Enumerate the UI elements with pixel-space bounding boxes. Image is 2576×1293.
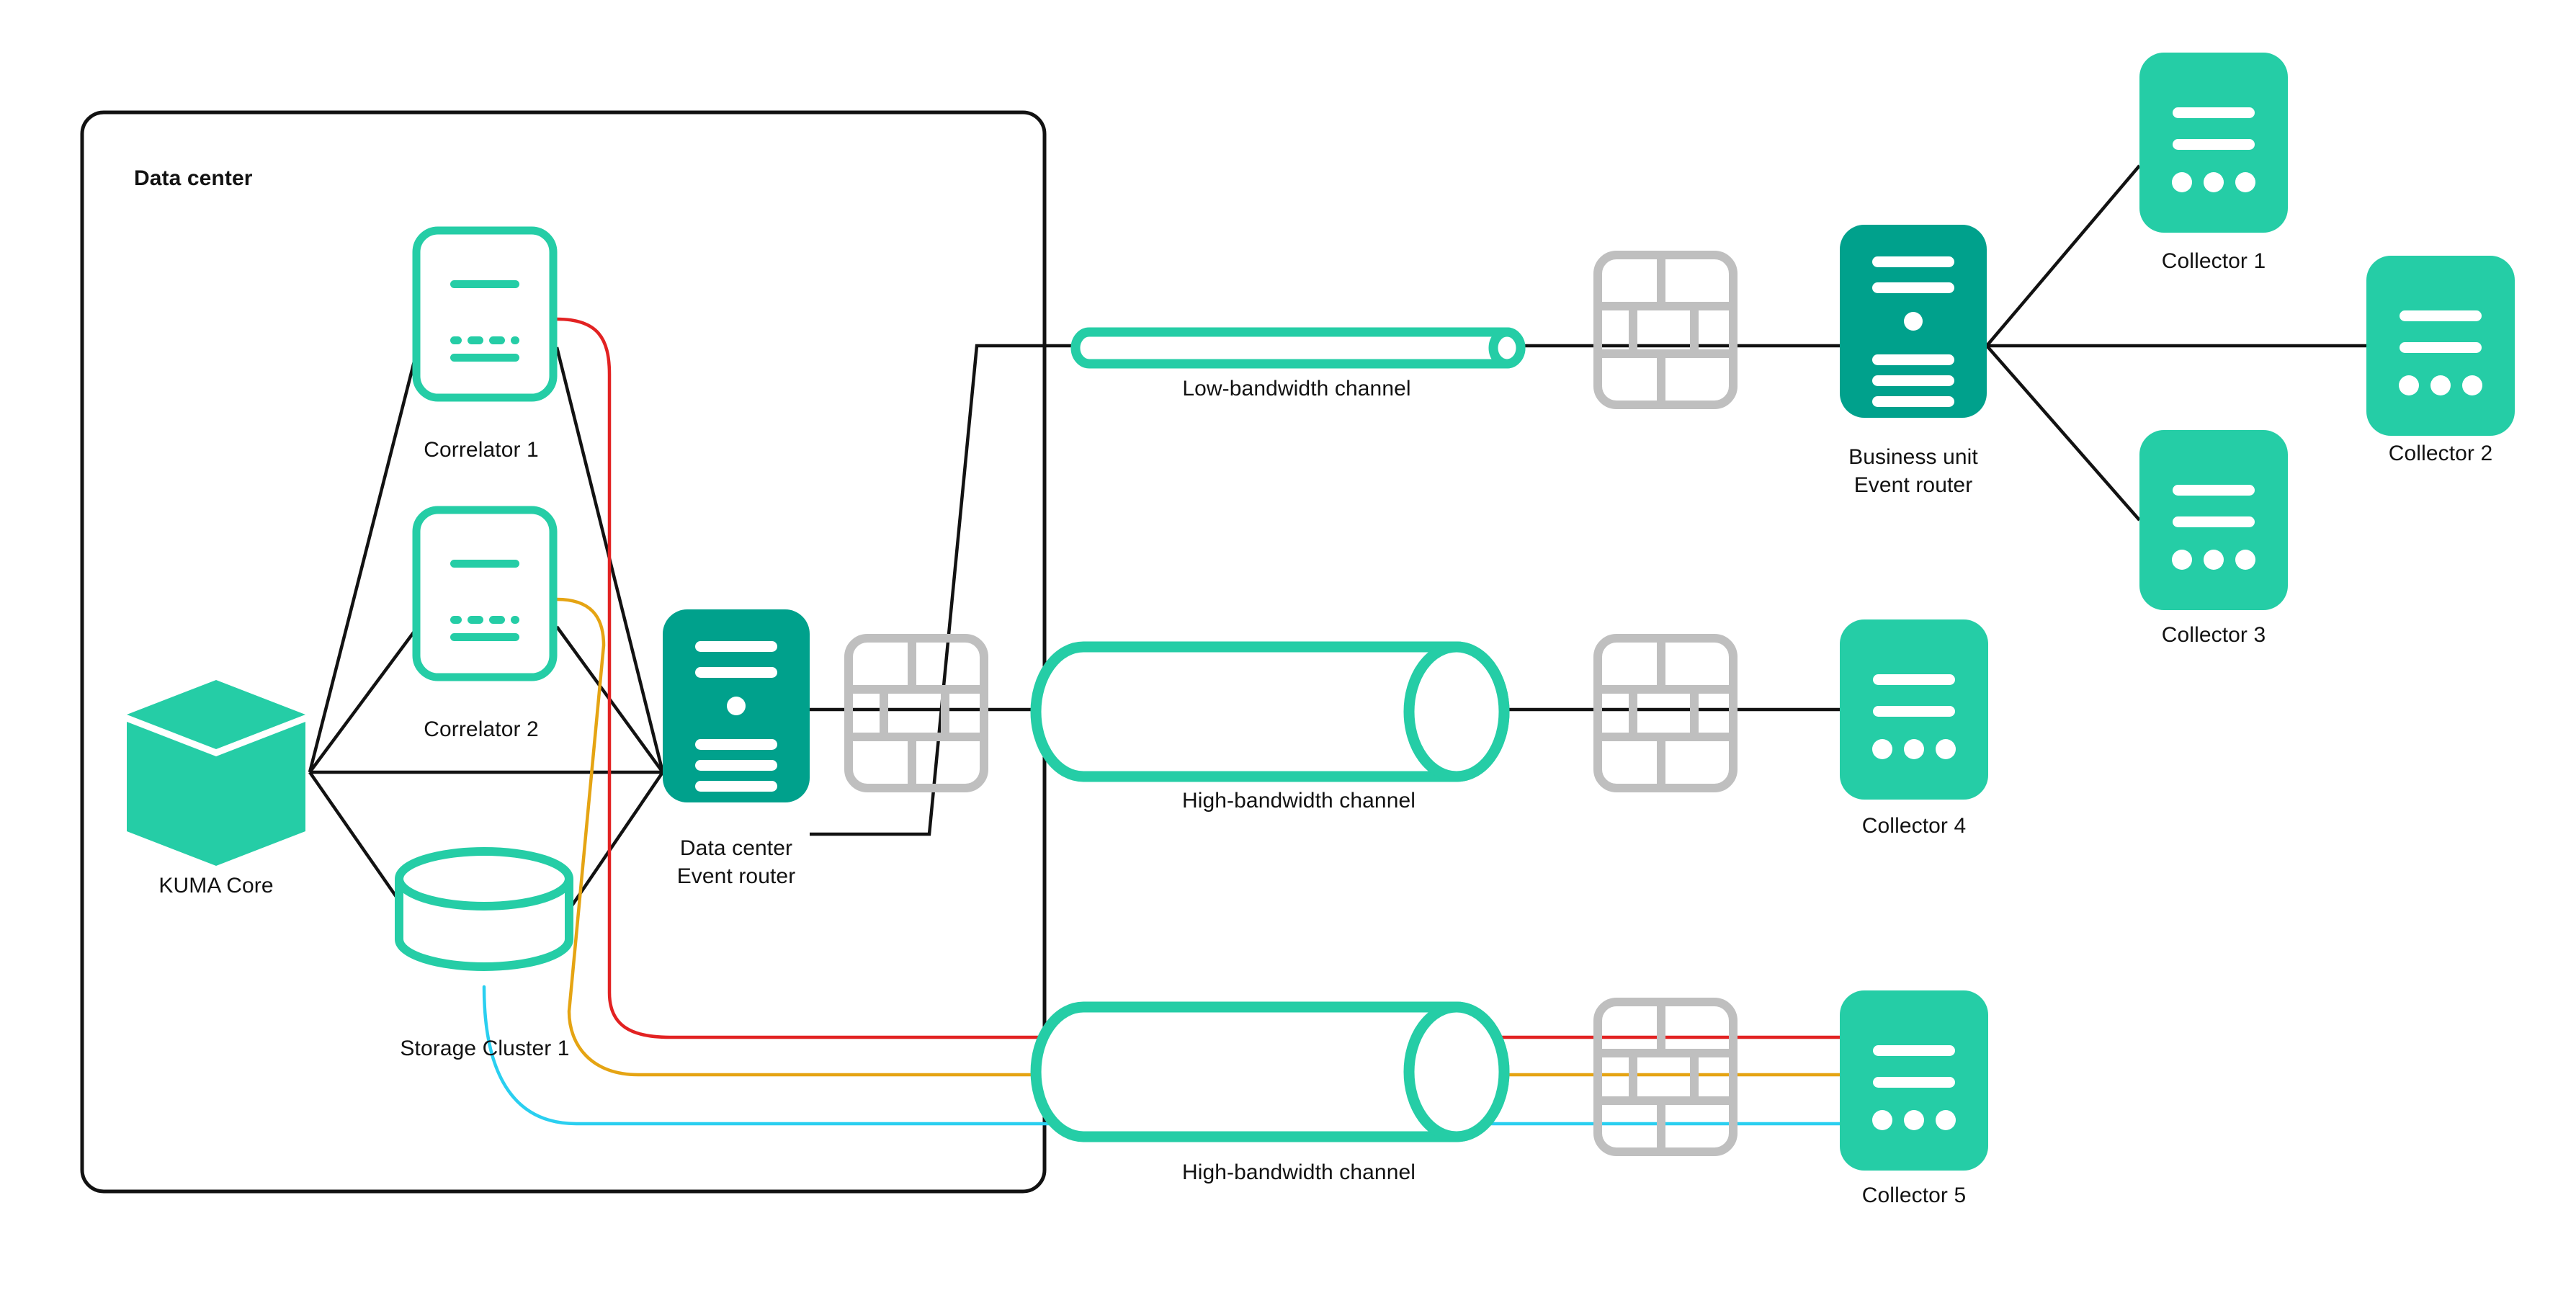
link-correlator1-collector5-red [555,317,1842,1039]
correlator-2-label: Correlator 2 [424,717,539,741]
data-center-zone-label: Data center [134,166,253,190]
dc-event-router-icon[interactable] [663,609,810,802]
low-bandwidth-channel-icon [1070,327,1526,369]
correlator-1-icon[interactable] [416,231,553,398]
kuma-core-icon[interactable] [127,680,305,866]
link-core-correlator2 [308,625,419,774]
storage-cluster-1-icon[interactable] [399,851,569,967]
collector-4-icon[interactable] [1840,619,1988,800]
low-bandwidth-channel-label: Low-bandwidth channel [1182,377,1411,401]
firewall-dc-icon [849,638,984,788]
collector-5-label: Collector 5 [1861,1184,1967,1207]
firewall-top-icon [1598,255,1733,405]
bu-event-router-icon[interactable] [1840,225,1987,418]
storage-cluster-1-label: Storage Cluster 1 [400,1037,570,1060]
data-center-boundary [80,110,1047,1194]
collector-2-icon[interactable] [2366,256,2515,436]
collector-1-label: Collector 1 [2161,249,2266,273]
collector-5-icon[interactable] [1840,990,1988,1171]
firewall-low-icon [1598,1002,1733,1152]
collector-2-label: Collector 2 [2388,442,2493,465]
kuma-core-label: KUMA Core [158,874,274,898]
link-core-correlator1 [308,346,420,773]
link-burouter-collector1 [1985,164,2141,347]
link-storage-collector5-cyan [482,985,1842,1126]
collector-4-label: Collector 4 [1861,814,1967,838]
correlator-1-label: Correlator 1 [424,438,539,462]
high-bandwidth-channel-low-label: High-bandwidth channel [1181,1160,1416,1184]
high-bandwidth-channel-low-icon [1030,1001,1510,1142]
correlator-2-icon[interactable] [416,510,553,677]
link-burouter-collector3 [1985,344,2141,522]
bu-event-router-label-line2: Event router [1853,473,1973,497]
firewall-mid-icon [1598,638,1733,788]
link-correlator2-collector5-orange [555,597,1842,1077]
collector-3-label: Collector 3 [2161,623,2266,647]
high-bandwidth-channel-mid-label: High-bandwidth channel [1181,789,1416,813]
dc-event-router-label-line2: Event router [676,864,796,888]
high-bandwidth-channel-mid-icon [1030,641,1510,782]
collector-3-icon[interactable] [2139,430,2288,610]
collector-1-icon[interactable] [2139,53,2288,233]
bu-event-router-label-line1: Business unit [1848,445,1978,469]
dc-event-router-label-line1: Data center [679,836,793,860]
